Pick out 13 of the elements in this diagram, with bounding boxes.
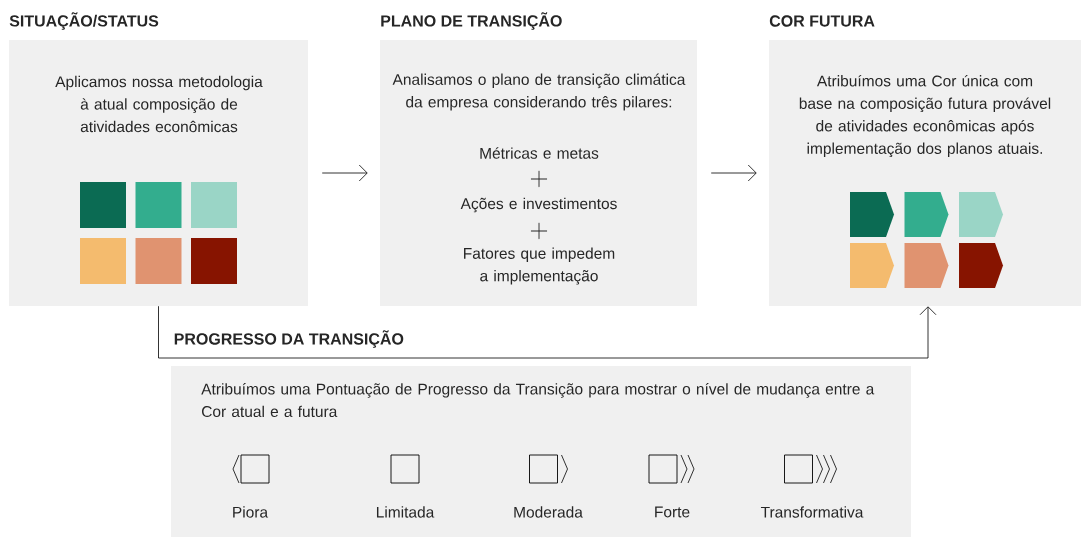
arrow [321,164,368,182]
scale-label: Transformativa [760,506,864,518]
elbow-arrow [158,305,937,359]
text-panel: PLANO DE TRANSIÇÃO Analisamos o plano de transição climática da empresa considerando três pilares: Métricas e metas + Ações e investimentos + Fatores que impedem a implementação [380,12,697,306]
scale-label: Limitada [377,506,435,518]
node-label: COR FUTURA [769,15,875,27]
scale-label: Piora [233,506,269,518]
node-label: SITUAÇÃO/STATUS [9,12,159,30]
scale-label: Forte [655,506,690,518]
edge-label: PROGRESSO DA TRANSIÇÃO [174,330,404,348]
node-label: PLANO DE TRANSIÇÃO [381,12,562,30]
arrow [710,164,757,182]
scale-label: Moderada [514,506,583,518]
